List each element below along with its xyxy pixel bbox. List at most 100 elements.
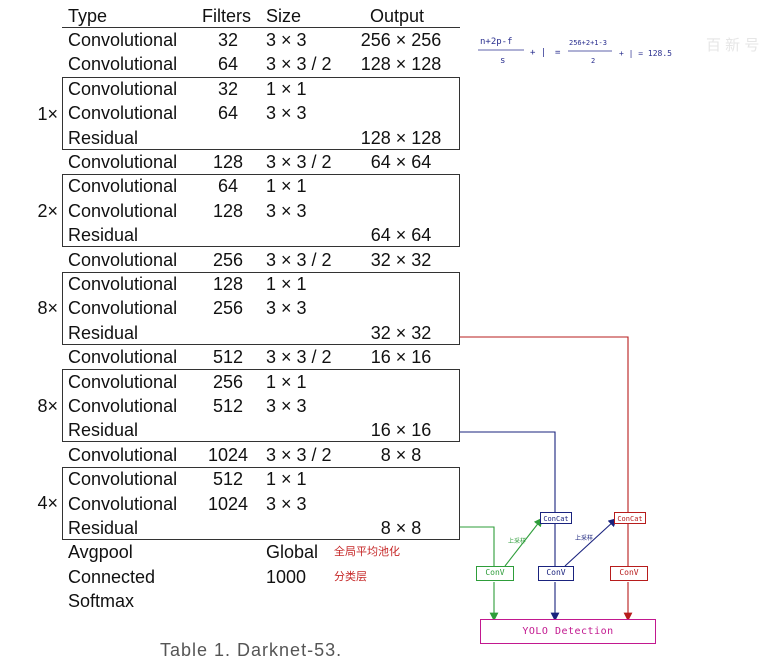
row-size: 3 × 3 (266, 298, 307, 318)
row-size: 3 × 3 / 2 (266, 250, 332, 270)
multiplier-8x-b: 8× (37, 396, 58, 416)
table-caption: Table 1. Darknet-53. (160, 640, 343, 660)
row-output: 8 × 8 (380, 445, 422, 465)
row-size: 3 × 3 / 2 (266, 445, 332, 465)
header-output: Output (370, 6, 425, 26)
row-filters: 128 (212, 201, 244, 221)
row-output: 32 × 32 (370, 323, 432, 343)
row-type: Connected (68, 567, 156, 587)
row-type: Convolutional (68, 54, 178, 74)
row-type: Residual (68, 225, 139, 245)
row-type: Convolutional (68, 79, 178, 99)
row-size: 1000 (266, 567, 307, 587)
blue-upsample-label: 上采样 (575, 535, 594, 542)
red-route-line (460, 336, 629, 512)
blue-concat-block: ConCat (540, 512, 572, 524)
connected-note: 分类层 (334, 570, 367, 583)
header-size: Size (266, 6, 302, 26)
row-type: Convolutional (68, 396, 178, 416)
row-size: 3 × 3 (266, 396, 307, 416)
residual-block-8a (62, 272, 460, 345)
row-output: 16 × 16 (370, 347, 432, 367)
red-conv-block: ConV (610, 566, 648, 581)
green-route-line (460, 526, 495, 566)
formula-left-numerator: n+2p-f (480, 37, 513, 47)
row-output: 64 × 64 (370, 152, 432, 172)
header-filters: Filters (202, 6, 251, 26)
avgpool-note: 全局平均池化 (334, 545, 400, 558)
row-size: 1 × 1 (266, 176, 307, 196)
row-type: Convolutional (68, 250, 178, 270)
row-size: Global (266, 542, 319, 562)
formula-plus-one-b: + | = 128.5 (619, 49, 672, 58)
row-size: 1 × 1 (266, 79, 307, 99)
row-filters: 256 (212, 250, 244, 270)
row-size: 3 × 3 (266, 103, 307, 123)
row-output: 256 × 256 (360, 30, 442, 50)
row-type: Convolutional (68, 152, 178, 172)
multiplier-8x-a: 8× (37, 298, 58, 318)
row-filters: 1024 (207, 494, 249, 514)
row-filters: 512 (212, 469, 244, 489)
row-type: Convolutional (68, 494, 178, 514)
row-type: Convolutional (68, 298, 178, 318)
residual-block-4 (62, 467, 460, 540)
row-output: 64 × 64 (370, 225, 432, 245)
row-type: Residual (68, 128, 139, 148)
row-output: 32 × 32 (370, 250, 432, 270)
green-upsample-arrow (504, 517, 543, 567)
row-type: Convolutional (68, 30, 178, 50)
row-filters: 64 (217, 103, 239, 123)
row-size: 1 × 1 (266, 274, 307, 294)
row-type: Convolutional (68, 445, 178, 465)
header-rule (62, 27, 460, 28)
row-type: Residual (68, 420, 139, 440)
blue-upsample-arrow (564, 518, 618, 567)
row-output: 128 × 128 (360, 54, 442, 74)
row-filters: 64 (217, 54, 239, 74)
green-upsample-label: 上采样 (508, 538, 527, 545)
multiplier-1x: 1× (37, 104, 58, 124)
detection-head-diagram (460, 49, 633, 622)
row-type: Convolutional (68, 469, 178, 489)
green-conv-block: ConV (476, 566, 514, 581)
row-type: Convolutional (68, 347, 178, 367)
row-filters: 256 (212, 298, 244, 318)
residual-block-8b (62, 369, 460, 442)
row-filters: 512 (212, 396, 244, 416)
row-size: 1 × 1 (266, 372, 307, 392)
row-type: Convolutional (68, 274, 178, 294)
row-output: 128 × 128 (360, 128, 442, 148)
row-size: 3 × 3 / 2 (266, 54, 332, 74)
blue-route-line (460, 431, 556, 512)
row-type: Avgpool (68, 542, 133, 562)
formula-right-numerator: 256+2+1-3 (569, 39, 607, 47)
row-size: 3 × 3 (266, 201, 307, 221)
formula-plus-one-a: + | (530, 48, 547, 58)
residual-block-2 (62, 174, 460, 247)
formula-right-denominator: 2 (591, 57, 596, 65)
row-output: 8 × 8 (380, 518, 422, 538)
row-filters: 256 (212, 372, 244, 392)
row-type: Residual (68, 323, 139, 343)
multiplier-2x: 2× (37, 201, 58, 221)
row-filters: 128 (212, 152, 244, 172)
row-output: 16 × 16 (370, 420, 432, 440)
row-size: 3 × 3 (266, 494, 307, 514)
row-type: Convolutional (68, 176, 178, 196)
row-filters: 512 (212, 347, 244, 367)
row-filters: 64 (217, 176, 239, 196)
row-type: Convolutional (68, 201, 178, 221)
header-type: Type (68, 6, 108, 26)
red-concat-block: ConCat (614, 512, 646, 524)
residual-block-1 (62, 77, 460, 150)
row-type: Convolutional (68, 372, 178, 392)
row-filters: 1024 (207, 445, 249, 465)
row-type: Softmax (68, 591, 135, 611)
watermark: 百 新 号 (706, 37, 760, 54)
blue-conv-block: ConV (538, 566, 574, 581)
row-filters: 32 (217, 79, 239, 99)
row-type: Residual (68, 518, 139, 538)
multiplier-4x: 4× (37, 493, 58, 513)
row-type: Convolutional (68, 103, 178, 123)
